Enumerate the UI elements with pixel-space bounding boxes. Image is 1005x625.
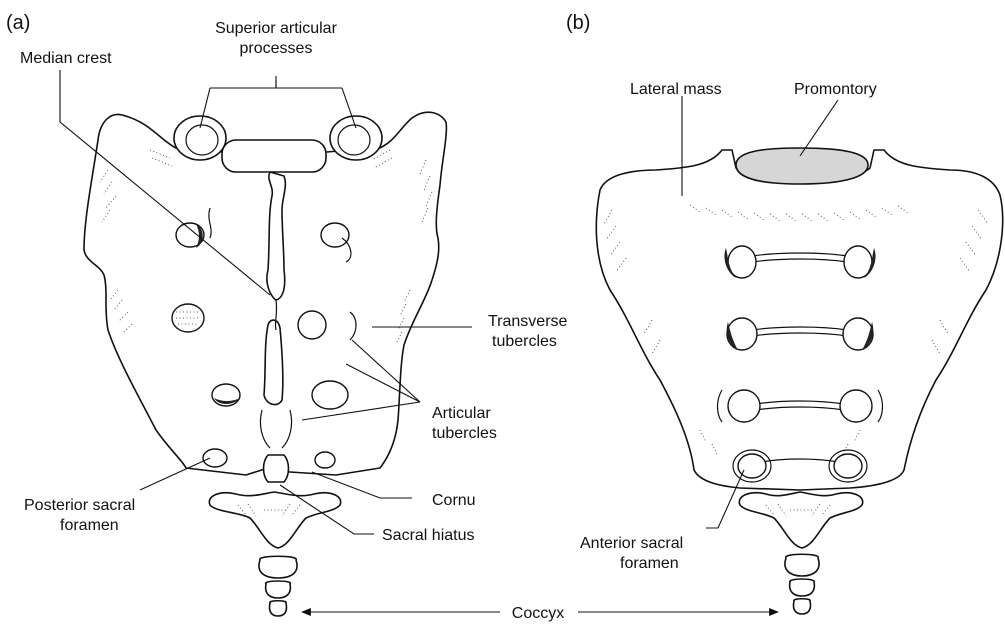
- sacrum-anterior-outline: [596, 150, 1002, 490]
- coccyx-posterior: [209, 455, 340, 616]
- label-transverse-2: tubercles: [492, 333, 557, 350]
- ant-foramen-r4: [834, 454, 862, 478]
- label-anterior-sacral-1: Anterior sacral: [580, 535, 683, 552]
- foramen-r3: [312, 381, 348, 409]
- coccyx-b-fourth: [793, 599, 810, 614]
- label-posterior-sacral-2: foramen: [60, 517, 119, 534]
- ant-foramen-r2: [843, 318, 873, 350]
- label-posterior-sacral-1: Posterior sacral: [24, 497, 135, 514]
- label-articular-2: tubercles: [432, 425, 497, 442]
- leader-posterior-sacral: [140, 458, 210, 490]
- anterior-view: (b) Lateral mass Promontory Anterior sac…: [566, 12, 1003, 614]
- label-superior-articular-1: Superior articular: [215, 20, 338, 37]
- foramen-r1: [321, 223, 349, 247]
- ant-foramen-r3: [840, 390, 872, 422]
- coccyx-a-third: [266, 581, 291, 598]
- label-lateral-mass: Lateral mass: [630, 81, 722, 98]
- panel-label-b: (b): [566, 12, 590, 34]
- ant-foramen-l2: [727, 318, 757, 350]
- leader-superior-articular: [200, 80, 356, 128]
- label-sacral-hiatus: Sacral hiatus: [382, 527, 475, 544]
- foramen-l4: [203, 449, 227, 467]
- coccyx-a-second: [259, 556, 297, 578]
- label-coccyx: Coccyx: [512, 605, 564, 622]
- label-anterior-sacral-2: foramen: [620, 555, 679, 572]
- label-transverse-1: Transverse: [488, 313, 568, 330]
- sacral-body-top: [222, 140, 326, 172]
- foramen-r4: [315, 452, 335, 468]
- median-crest-lower: [264, 320, 283, 405]
- coccyx-b-first: [739, 492, 862, 548]
- label-articular-1: Articular: [432, 405, 491, 422]
- panel-label-a: (a): [6, 12, 30, 34]
- coccyx-b-third: [790, 579, 815, 596]
- foramen-r2: [298, 311, 326, 339]
- coccyx-a-cornua: [264, 455, 289, 482]
- ant-foramen-l3: [728, 390, 760, 422]
- coccyx-a-fourth: [269, 601, 286, 616]
- coccyx-a-first: [209, 492, 340, 548]
- coccyx-anterior: [739, 492, 862, 614]
- label-median-crest: Median crest: [20, 50, 112, 67]
- coccyx-b-second: [785, 554, 819, 576]
- posterior-view: (a) Superior articular processes Median …: [6, 12, 568, 616]
- label-promontory: Promontory: [794, 81, 877, 98]
- label-cornu: Cornu: [432, 492, 476, 509]
- label-superior-articular-2: processes: [240, 40, 313, 57]
